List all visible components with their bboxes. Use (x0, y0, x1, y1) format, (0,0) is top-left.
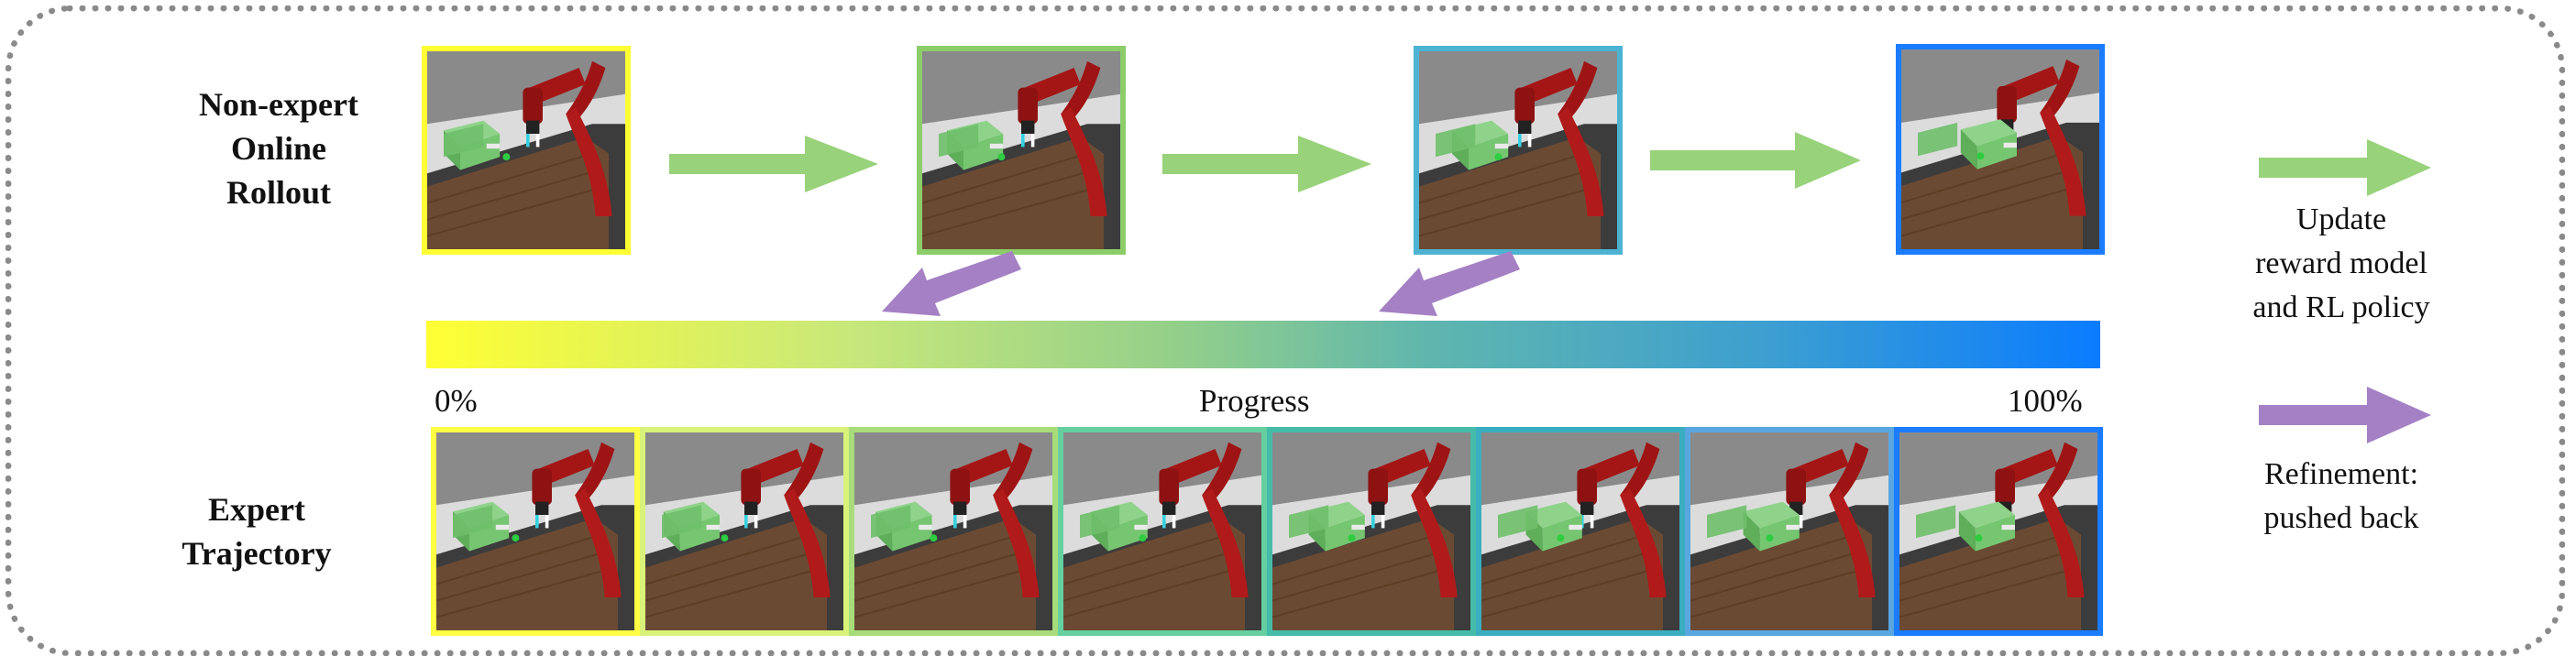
expert-frame-4 (1058, 427, 1267, 636)
expert-row-label: Expert Trajectory (128, 487, 385, 575)
progress-center-label: Progress (1199, 383, 1310, 419)
expert-frame-7 (1685, 427, 1894, 636)
rollout-label-line-3: Rollout (226, 174, 331, 211)
progress-start-label: 0% (435, 383, 478, 419)
rollout-frame-4 (1896, 44, 2105, 255)
rollout-label-line-1: Non-expert (199, 86, 358, 123)
legend-green-text: Update reward model and RL policy (2204, 198, 2479, 330)
legend-green-line-3: and RL policy (2252, 290, 2430, 324)
expert-frame-6 (1476, 427, 1685, 636)
rollout-frame-1 (422, 46, 631, 255)
expert-label-line-1: Expert (208, 491, 305, 528)
expert-frame-5 (1267, 427, 1476, 636)
expert-frame-3 (849, 427, 1058, 636)
progress-gradient-bar (426, 321, 2100, 368)
legend-purple-text: Refinement: pushed back (2204, 453, 2479, 541)
expert-frame-1 (431, 427, 640, 636)
rollout-label-line-2: Online (230, 130, 327, 167)
expert-label-line-2: Trajectory (182, 535, 332, 572)
legend-purple-line-1: Refinement: (2263, 457, 2419, 491)
expert-frame-8 (1894, 427, 2103, 636)
legend-green-line-2: reward model (2255, 246, 2427, 280)
legend-green-line-1: Update (2295, 202, 2387, 236)
legend-purple-line-2: pushed back (2263, 501, 2419, 535)
dotted-outline (6, 5, 2565, 656)
rollout-frame-3 (1414, 46, 1623, 255)
rollout-row-label: Non-expert Online Rollout (150, 82, 407, 214)
rollout-frame-2 (917, 46, 1126, 255)
expert-frame-2 (640, 427, 849, 636)
progress-end-label: 100% (2008, 383, 2083, 419)
